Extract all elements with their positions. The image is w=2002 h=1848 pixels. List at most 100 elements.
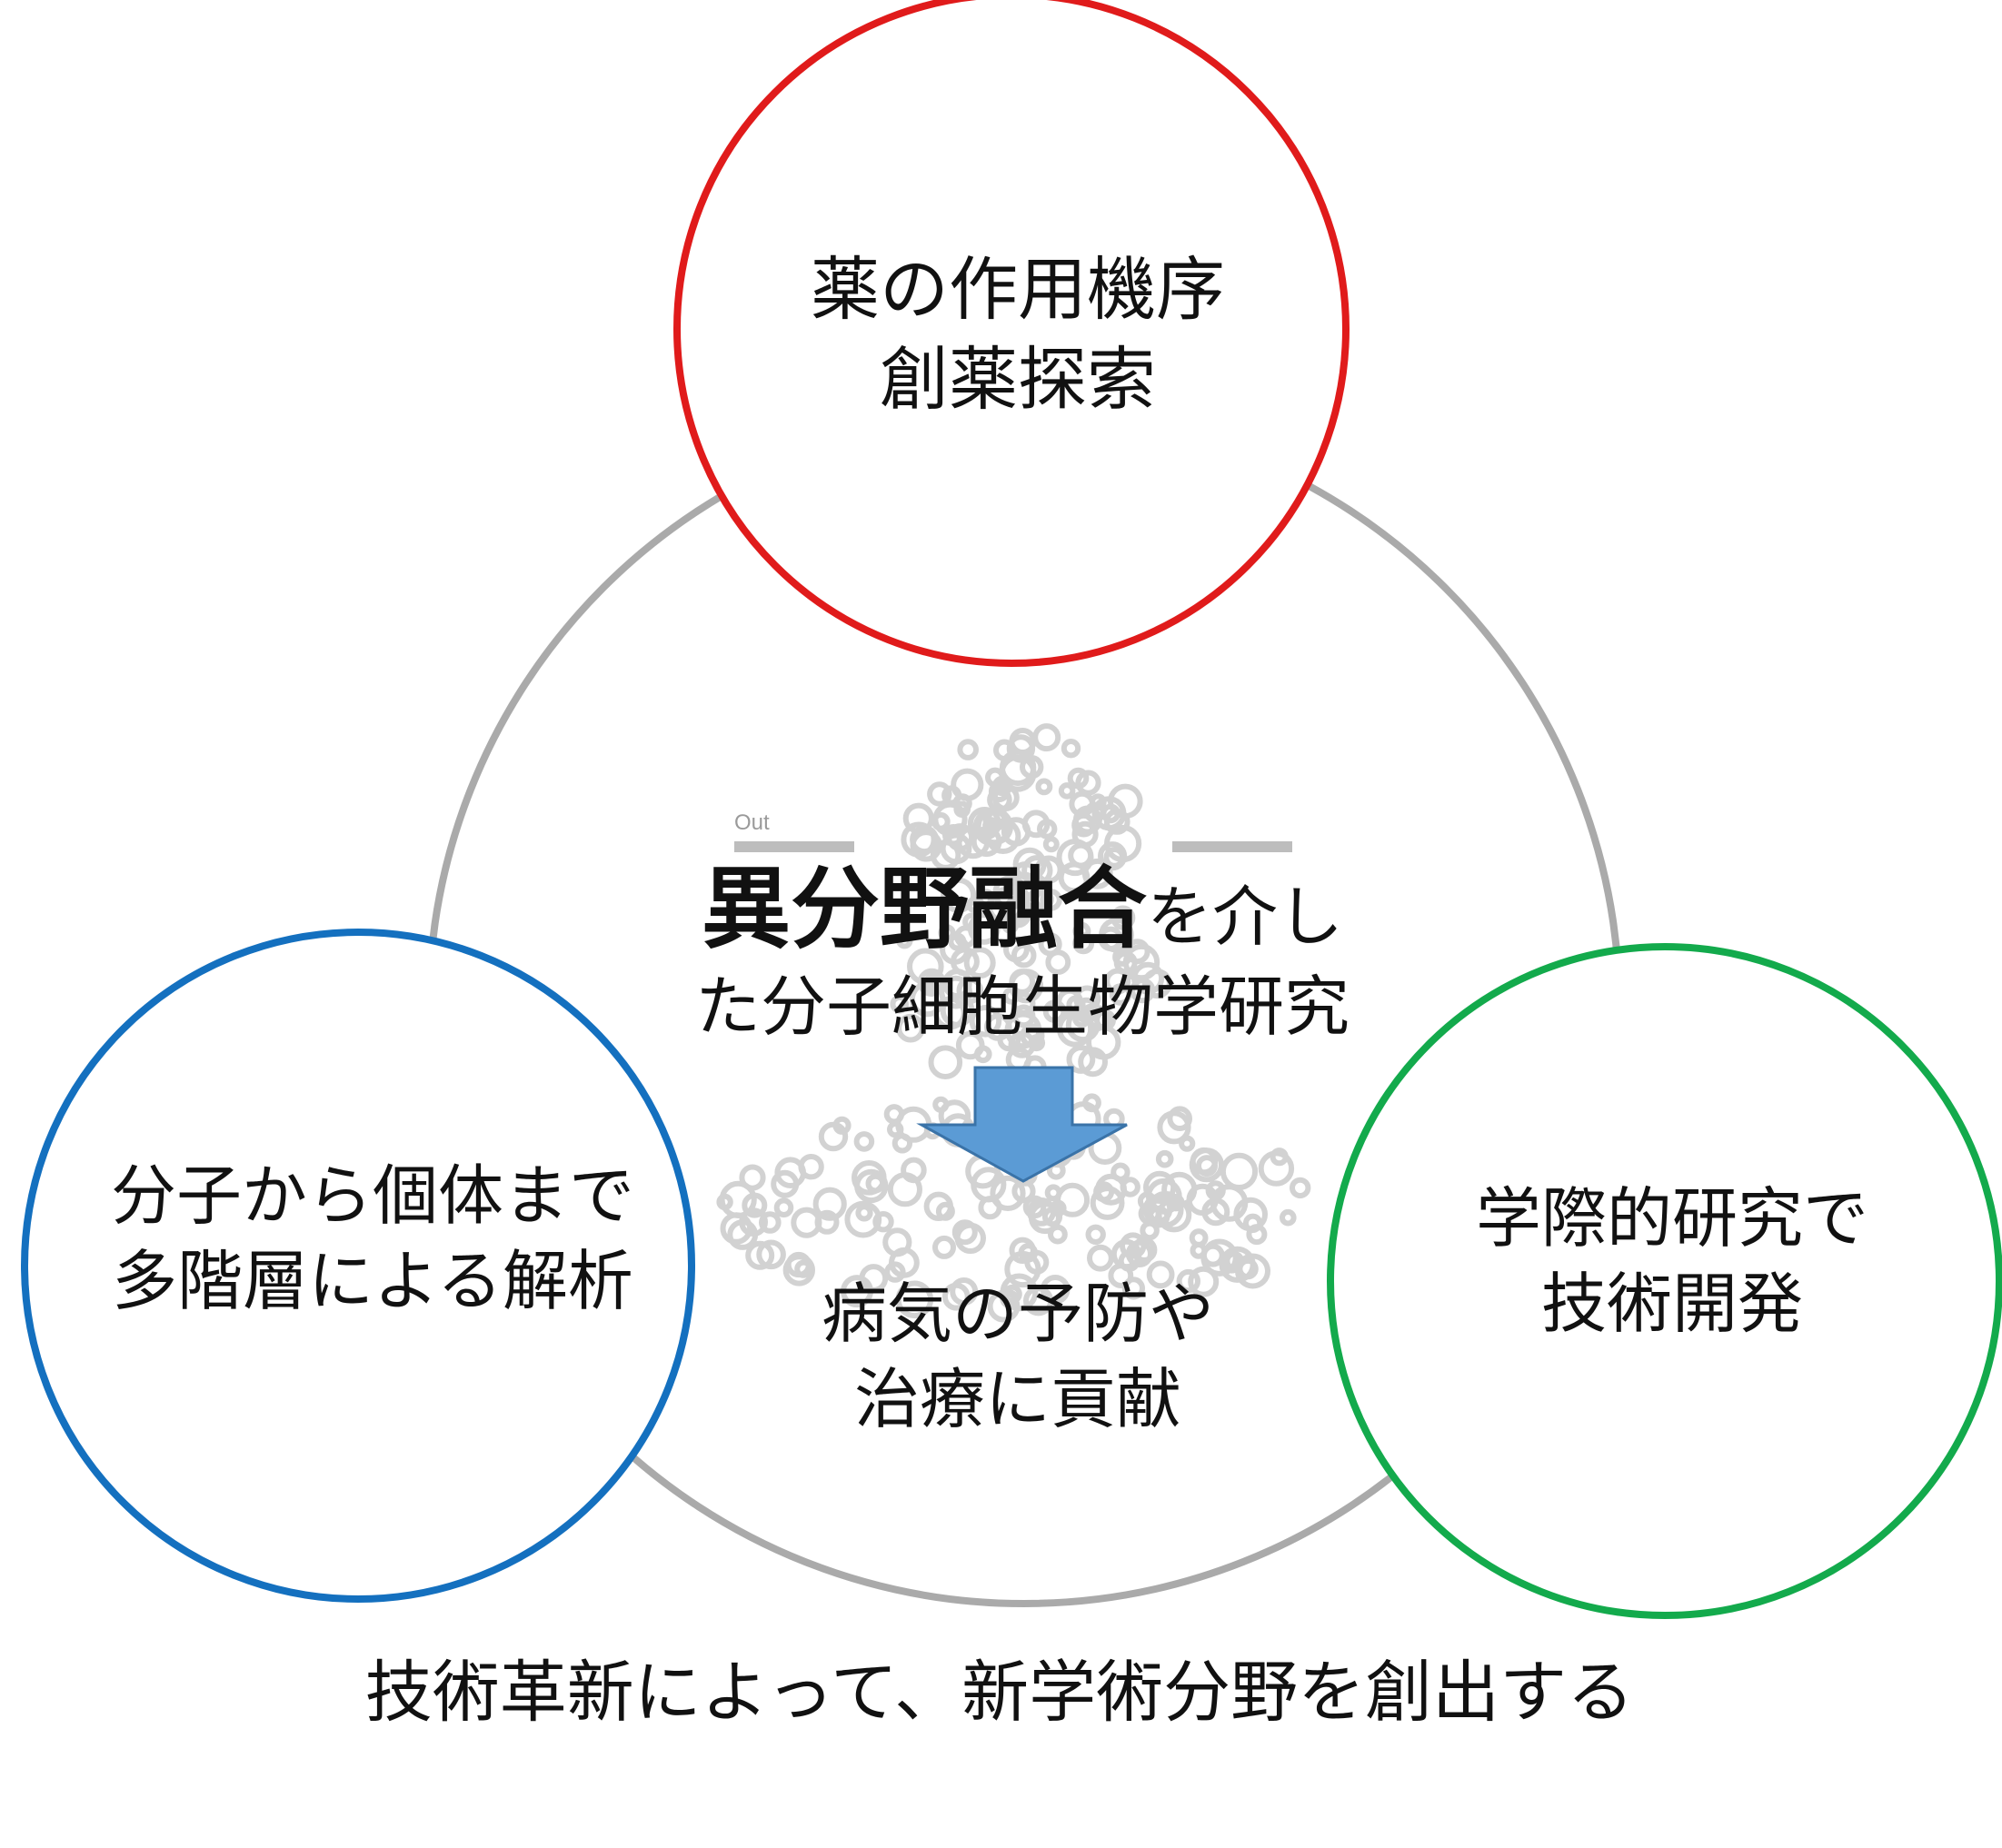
protein-structure-image: Out (716, 723, 1311, 1323)
protein-texture-blob (1081, 858, 1113, 889)
protein-texture-blob (953, 800, 971, 819)
center-line2: た分子細胞生物学研究 (694, 968, 1350, 1045)
protein-texture-blob (1001, 817, 1031, 847)
protein-texture-blob (1095, 1173, 1127, 1206)
top-circle-line1: 薬の作用機序 (811, 249, 1225, 330)
protein-texture-blob (853, 1131, 875, 1152)
protein-texture-blob (1235, 1253, 1270, 1289)
protein-texture-blob (1085, 1224, 1106, 1246)
protein-texture-blob (1156, 1197, 1192, 1233)
protein-texture-blob (1040, 1275, 1071, 1305)
result-text: 病気の予防や 治療に貢献 (745, 1272, 1290, 1442)
protein-texture-blob (991, 775, 1013, 797)
protein-texture-blob (990, 1175, 1026, 1212)
protein-texture-blob (1104, 968, 1131, 995)
center-text: 異分野融合を介し た分子細胞生物学研究 (591, 854, 1454, 1048)
protein-texture-blob (855, 1204, 873, 1222)
protein-texture-blob (917, 968, 946, 998)
protein-texture-blob (1072, 932, 1095, 955)
protein-texture-blob (1146, 1260, 1175, 1289)
protein-texture-blob (928, 1045, 963, 1079)
protein-texture-blob (1001, 917, 1019, 934)
protein-texture-blob (1290, 1177, 1311, 1199)
protein-texture-blob (1220, 1152, 1259, 1191)
protein-texture-blob (1091, 796, 1127, 831)
protein-texture-blob (1103, 847, 1126, 869)
top-circle (673, 0, 1350, 667)
arrow-down-icon (916, 1066, 1128, 1183)
protein-texture-blob (1055, 1182, 1091, 1217)
protein-texture-blob (941, 877, 977, 913)
top-circle-text: 薬の作用機序 創薬探索 (727, 245, 1309, 425)
protein-texture-blob (1157, 1110, 1191, 1145)
protein-texture-blob (865, 1173, 886, 1194)
protein-texture-blob (844, 1200, 882, 1238)
protein-texture-blob (927, 781, 952, 807)
left-circle-text: 分子から個体まで 多階層による解析 (36, 1154, 709, 1324)
protein-texture-blob (773, 1197, 794, 1217)
protein-texture-blob (1009, 969, 1036, 995)
protein-texture-blob (852, 1160, 887, 1196)
protein-texture-blob (890, 994, 910, 1014)
protein-texture-blob (1009, 728, 1037, 755)
structure-label-out: Out (734, 810, 770, 835)
protein-texture-blob (1004, 1011, 1042, 1049)
result-line1: 病気の予防や (821, 1276, 1214, 1352)
protein-texture-blob (1071, 820, 1099, 849)
protein-texture-blob (975, 807, 1014, 846)
protein-texture-blob (1143, 1170, 1177, 1205)
protein-texture-blob (977, 889, 996, 908)
right-circle-line2: 技術開発 (1540, 1265, 1803, 1342)
protein-texture-blob (967, 912, 1001, 945)
protein-texture-blob (1042, 999, 1067, 1023)
protein-texture-blob (1061, 739, 1081, 759)
protein-texture-blob (1045, 949, 1071, 975)
protein-texture-blob (971, 826, 1002, 858)
protein-texture-blob (812, 1187, 847, 1221)
protein-texture-blob (1101, 803, 1121, 824)
left-circle-line2: 多階層による解析 (112, 1242, 633, 1319)
right-circle (1327, 943, 2002, 1619)
protein-texture-blob (872, 1211, 894, 1233)
protein-texture-blob (1121, 1277, 1146, 1300)
left-circle (21, 929, 695, 1603)
protein-texture-blob (940, 832, 972, 865)
protein-texture-blob (932, 996, 967, 1030)
protein-texture-blob (884, 1261, 906, 1283)
protein-texture-blob (727, 1219, 759, 1250)
protein-texture-blob (1176, 1268, 1201, 1294)
protein-texture-blob (940, 934, 971, 965)
center-line1: 異分野融合を介し (591, 854, 1454, 966)
protein-texture-blob (985, 818, 1021, 855)
protein-texture-blob (739, 1164, 766, 1191)
protein-texture-blob (1270, 1148, 1289, 1167)
protein-texture-blob (1011, 942, 1037, 969)
protein-texture-blob (1022, 1195, 1047, 1219)
protein-texture-blob (1131, 1237, 1158, 1263)
protein-texture-blob (966, 896, 983, 914)
protein-texture-blob (841, 1275, 873, 1308)
protein-texture-blob (1075, 770, 1101, 796)
protein-texture-blob (987, 1289, 1021, 1323)
protein-texture-blob (1089, 793, 1107, 811)
protein-texture-blob (1186, 1183, 1219, 1217)
protein-texture-blob (1122, 943, 1160, 981)
protein-texture-blob (1066, 1045, 1096, 1074)
protein-texture-blob (1109, 983, 1132, 1006)
protein-texture-blob (745, 1240, 775, 1270)
protein-texture-blob (969, 1005, 1002, 1038)
protein-texture-blob (1004, 894, 1032, 923)
protein-texture-blob (950, 1277, 979, 1306)
protein-texture-blob (1167, 1106, 1192, 1131)
protein-texture-blob (932, 1235, 956, 1259)
right-circle-text: 学際的研究で 技術開発 (1363, 1177, 1981, 1346)
center-emphasis: 異分野融合 (701, 858, 1147, 961)
protein-texture-blob (798, 1154, 824, 1180)
protein-texture-blob (1042, 836, 1060, 853)
protein-texture-blob (771, 1169, 800, 1198)
protein-texture-blob (895, 1280, 934, 1319)
protein-texture-blob (1099, 917, 1134, 953)
result-line2: 治療に貢献 (853, 1360, 1181, 1437)
protein-texture-blob (951, 1219, 978, 1246)
